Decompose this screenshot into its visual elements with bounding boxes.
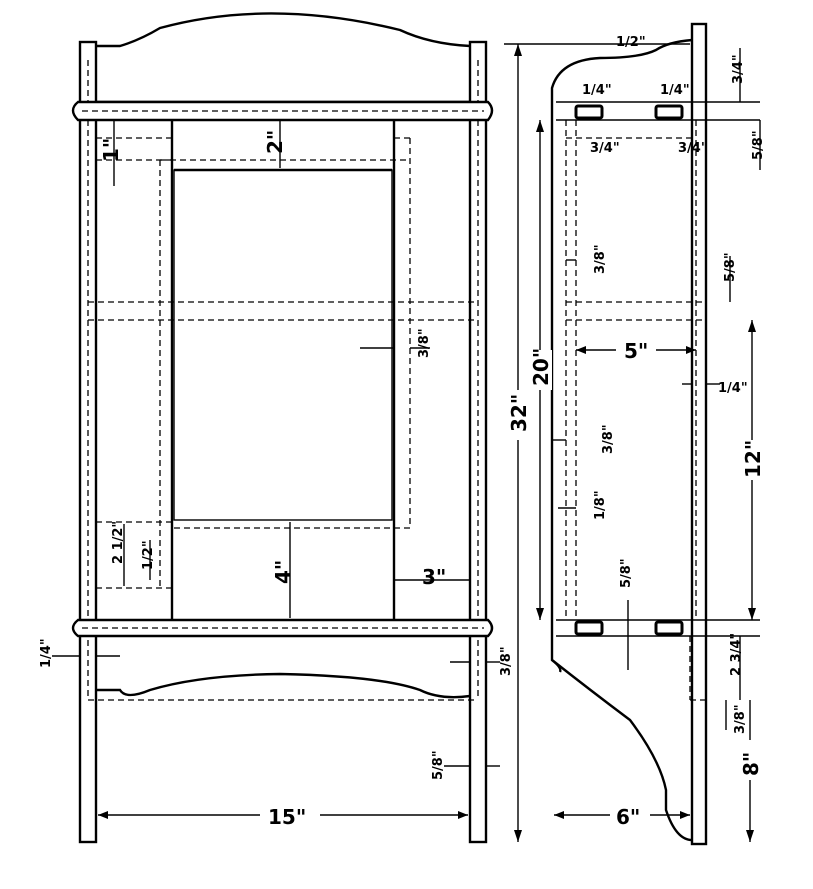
dim-leg-5-8: 5/8" bbox=[431, 750, 446, 780]
dim-side-1-4: 1/4" bbox=[718, 381, 748, 396]
bottom-apron bbox=[96, 672, 471, 699]
dim-panel-5-8-mid: 5/8" bbox=[723, 252, 738, 282]
dim-height-32: 32" bbox=[507, 394, 531, 432]
dim-foot-8: 8" bbox=[739, 752, 763, 776]
dim-rail-1: 1" bbox=[99, 138, 123, 162]
dim-panel-3-8-b: 3/8" bbox=[601, 424, 616, 454]
dim-panel-3-8-a: 3/8" bbox=[593, 244, 608, 274]
mortise-bottom-back bbox=[654, 620, 684, 636]
dim-leg-1-4: 1/4" bbox=[39, 638, 54, 668]
mortise-bottom-front bbox=[574, 620, 604, 636]
side-dimensions: 32" 20" 1/2" 3/4" 1/4" 1/4" 3/4" 3/4" 5/… bbox=[504, 35, 766, 842]
dim-tenon-1-2: 1/2" bbox=[141, 540, 156, 570]
dim-height-12: 12" bbox=[741, 440, 765, 478]
dim-top-1-2: 1/2" bbox=[616, 35, 646, 50]
side-view bbox=[550, 22, 760, 846]
dim-frame-3-8: 3/8" bbox=[417, 328, 432, 358]
dim-height-20: 20" bbox=[529, 348, 553, 386]
front-view bbox=[71, 12, 494, 844]
dim-bottom-rail-4: 4" bbox=[271, 560, 295, 584]
dim-depth-5: 5" bbox=[624, 339, 648, 363]
dim-foot-3-8: 3/8" bbox=[733, 704, 748, 734]
back-post bbox=[690, 22, 708, 846]
side-profile bbox=[550, 38, 693, 842]
dim-panel-1-8: 1/8" bbox=[593, 490, 608, 520]
dim-tenon-1-4-a: 1/4" bbox=[582, 83, 612, 98]
dim-width-15: 15" bbox=[268, 805, 306, 829]
dim-top-3-4: 3/4" bbox=[731, 54, 746, 84]
right-leg bbox=[468, 40, 488, 844]
left-leg bbox=[78, 40, 98, 844]
dim-mortise-3-4-b: 3/4" bbox=[678, 141, 708, 156]
dim-bottom-2-3-4: 2 3/4" bbox=[729, 633, 744, 676]
dim-tenon-1-4-b: 1/4" bbox=[660, 83, 690, 98]
dim-rail-2-1-2: 2 1/2" bbox=[111, 521, 126, 564]
dim-stile-3: 3" bbox=[422, 565, 446, 589]
top-crest bbox=[96, 12, 471, 48]
mortise-top-front bbox=[574, 104, 604, 120]
dim-bottom-5-8: 5/8" bbox=[619, 558, 634, 588]
dim-leg-3-8: 3/8" bbox=[499, 646, 514, 676]
dim-panel-5-8-top: 5/8" bbox=[751, 130, 766, 160]
dim-mortise-3-4-a: 3/4" bbox=[590, 141, 620, 156]
front-dimensions: 15" 2" 1" 3/8" 4" 3" 2 1/2" 1/2" 1/4" 3/… bbox=[39, 120, 514, 829]
mortise-top-back bbox=[654, 104, 684, 120]
center-panel bbox=[173, 169, 393, 521]
dim-base-6: 6" bbox=[616, 805, 640, 829]
dim-top-rail-2: 2" bbox=[263, 130, 287, 154]
